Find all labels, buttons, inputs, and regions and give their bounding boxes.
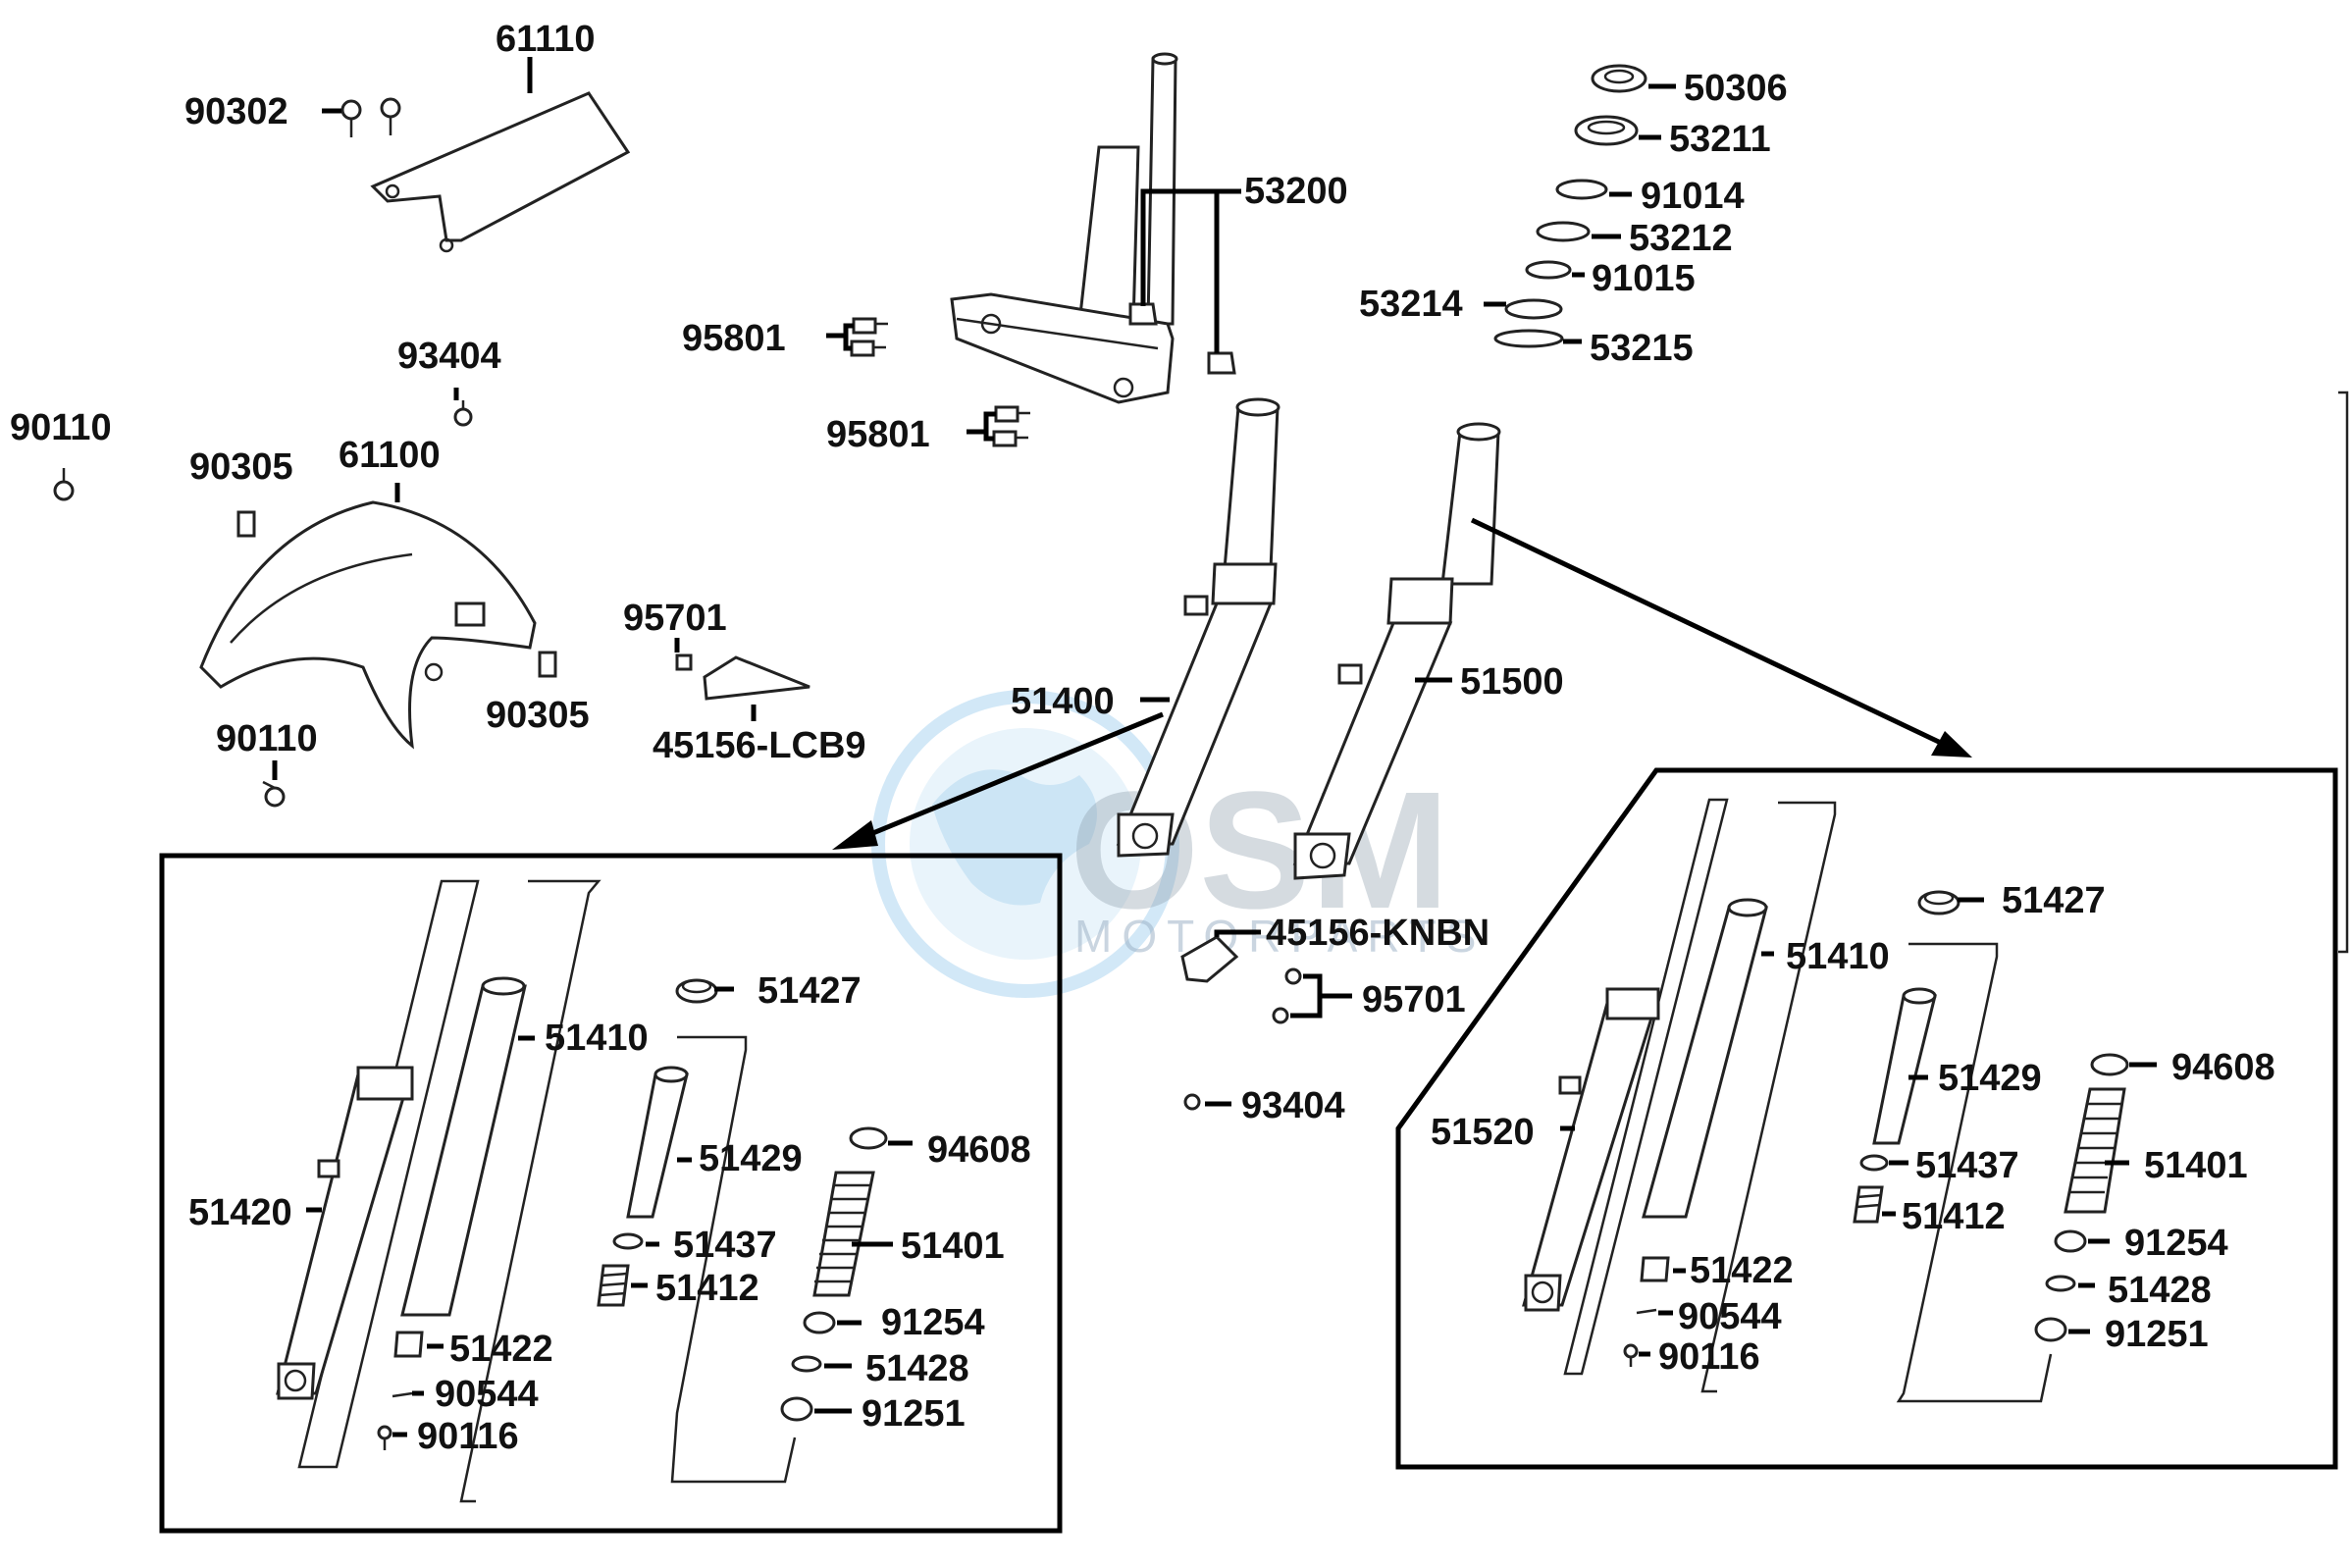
- arrow-to-left-detail: [832, 711, 1164, 850]
- label-right-90544: 90544: [1678, 1296, 1782, 1337]
- label-90302: 90302: [184, 91, 288, 132]
- label-91014: 91014: [1641, 176, 1745, 217]
- part-90305-clip-lower: [538, 651, 557, 678]
- label-61110: 61110: [496, 19, 595, 60]
- label-right-91254: 91254: [2124, 1223, 2228, 1264]
- part-93404-screw-lower: [1183, 1093, 1201, 1111]
- label-90110-left: 90110: [10, 407, 112, 448]
- leader-95701-lower: [1290, 973, 1352, 1019]
- right-detail-box: [1395, 767, 2338, 1470]
- label-53215: 53215: [1590, 328, 1694, 369]
- label-61100: 61100: [339, 435, 441, 476]
- label-right-51429: 51429: [1938, 1058, 2042, 1099]
- label-93404-lower: 93404: [1241, 1085, 1345, 1126]
- part-95701-bolts-lower: [1272, 967, 1302, 1024]
- label-90305-lower: 90305: [486, 695, 590, 736]
- leader-95801-lower: [967, 411, 996, 442]
- page-edge-mark: [2338, 391, 2349, 954]
- label-right-94608: 94608: [2171, 1047, 2275, 1088]
- label-95801-lower: 95801: [826, 414, 930, 455]
- label-right-51437: 51437: [1915, 1145, 2019, 1186]
- label-left-51412: 51412: [655, 1268, 759, 1309]
- label-53214: 53214: [1359, 284, 1463, 325]
- label-right-51520: 51520: [1431, 1112, 1535, 1153]
- label-left-51428: 51428: [865, 1348, 969, 1389]
- label-90110-lower: 90110: [216, 718, 318, 759]
- label-left-51437: 51437: [673, 1225, 777, 1266]
- label-right-51427: 51427: [2002, 880, 2106, 921]
- arrow-to-right-detail: [1470, 517, 1972, 758]
- label-left-90116: 90116: [417, 1416, 519, 1457]
- label-90305-upper: 90305: [189, 446, 293, 488]
- leader-53200: [1140, 188, 1241, 353]
- label-45156-LCB9: 45156-LCB9: [653, 725, 866, 766]
- label-53211: 53211: [1669, 119, 1771, 160]
- part-90110-screw-lower: [262, 780, 286, 808]
- label-95801-upper: 95801: [682, 318, 786, 359]
- label-right-91251: 91251: [2105, 1314, 2209, 1355]
- part-45156-KNBN-bracket: [1180, 935, 1239, 983]
- label-right-51410: 51410: [1786, 936, 1890, 977]
- label-left-51401: 51401: [901, 1226, 1005, 1267]
- label-left-90544: 90544: [435, 1374, 539, 1415]
- label-left-51429: 51429: [699, 1138, 803, 1179]
- leader-45156-KNBN: [1214, 929, 1261, 937]
- part-51400-left-fork: [1116, 397, 1281, 858]
- label-51500: 51500: [1460, 661, 1564, 703]
- label-right-51422: 51422: [1690, 1250, 1794, 1291]
- label-53212: 53212: [1629, 218, 1733, 259]
- part-51500-right-fork: [1292, 422, 1501, 880]
- label-left-94608: 94608: [927, 1129, 1031, 1171]
- label-51400: 51400: [1011, 681, 1115, 722]
- label-91015: 91015: [1592, 258, 1696, 299]
- label-95701-upper: 95701: [623, 598, 727, 639]
- label-left-51427: 51427: [758, 970, 862, 1012]
- label-93404-upper: 93404: [397, 336, 501, 377]
- part-90110-screw-left: [53, 468, 75, 501]
- part-head-bearing-stack: [1493, 64, 1647, 348]
- leader-95801-upper: [826, 323, 854, 351]
- label-45156-KNBN: 45156-KNBN: [1266, 913, 1490, 954]
- part-90302-screws: [340, 97, 401, 137]
- label-right-51412: 51412: [1902, 1196, 2006, 1237]
- label-left-51420: 51420: [188, 1192, 292, 1233]
- label-left-91251: 91251: [862, 1393, 966, 1435]
- left-detail-box: [159, 853, 1063, 1534]
- part-90305-clip-upper: [236, 510, 256, 538]
- label-right-90116: 90116: [1658, 1336, 1760, 1378]
- label-left-51410: 51410: [545, 1018, 649, 1059]
- label-53200: 53200: [1244, 171, 1348, 212]
- part-45156-LCB9-bracket: [675, 653, 810, 701]
- label-left-91254: 91254: [881, 1302, 985, 1343]
- label-right-51428: 51428: [2108, 1270, 2212, 1311]
- part-93404-screw-upper: [453, 400, 473, 427]
- part-53200-steering-stem: [950, 52, 1236, 404]
- label-50306: 50306: [1684, 68, 1788, 109]
- part-95801-bolts-lower: [992, 405, 1030, 447]
- label-95701-lower: 95701: [1362, 979, 1466, 1020]
- part-61110-plate: [370, 91, 631, 253]
- watermark: OSM MOTORPARTS: [871, 690, 1486, 998]
- watermark-subtitle: MOTORPARTS: [1074, 911, 1486, 962]
- part-61100-front-fender: [199, 500, 537, 750]
- label-right-51401: 51401: [2144, 1145, 2248, 1186]
- part-95801-bolts-upper: [850, 317, 888, 357]
- label-left-51422: 51422: [449, 1329, 553, 1370]
